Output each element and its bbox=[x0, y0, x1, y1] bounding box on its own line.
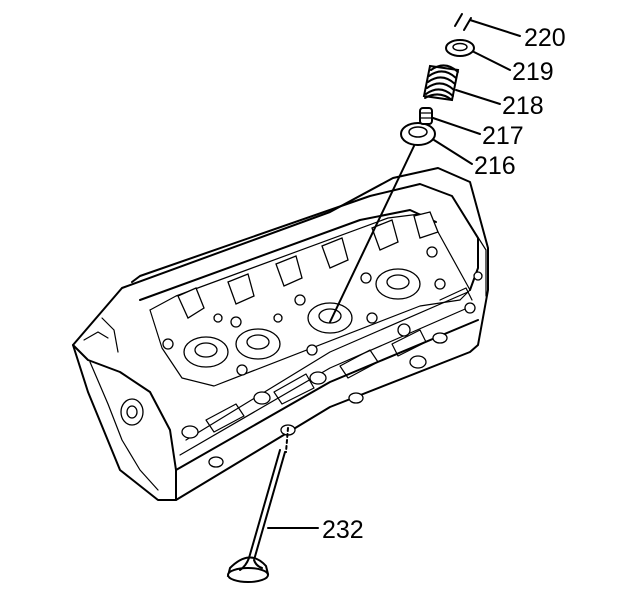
cylinder-head bbox=[72, 167, 489, 501]
leader-lines bbox=[267, 19, 521, 529]
leader-218 bbox=[455, 89, 501, 105]
leader-217 bbox=[432, 117, 481, 135]
label-220: 220 bbox=[524, 24, 566, 52]
valve-axis-line bbox=[329, 145, 415, 323]
part-220-keys bbox=[454, 13, 472, 31]
label-232: 232 bbox=[322, 516, 364, 544]
leader-216 bbox=[433, 139, 473, 165]
label-217: 217 bbox=[482, 122, 524, 150]
label-216: 216 bbox=[474, 152, 516, 180]
callout-labels: 220 219 218 217 216 232 bbox=[322, 24, 566, 544]
part-232-valve bbox=[226, 427, 289, 583]
label-219: 219 bbox=[512, 58, 554, 86]
part-218-spring bbox=[422, 64, 460, 102]
part-217-seal bbox=[419, 107, 433, 125]
leader-220 bbox=[469, 19, 521, 37]
part-219-cap bbox=[445, 39, 475, 57]
leader-219 bbox=[473, 51, 511, 71]
part-216-washer bbox=[400, 122, 436, 146]
label-218: 218 bbox=[502, 92, 544, 120]
